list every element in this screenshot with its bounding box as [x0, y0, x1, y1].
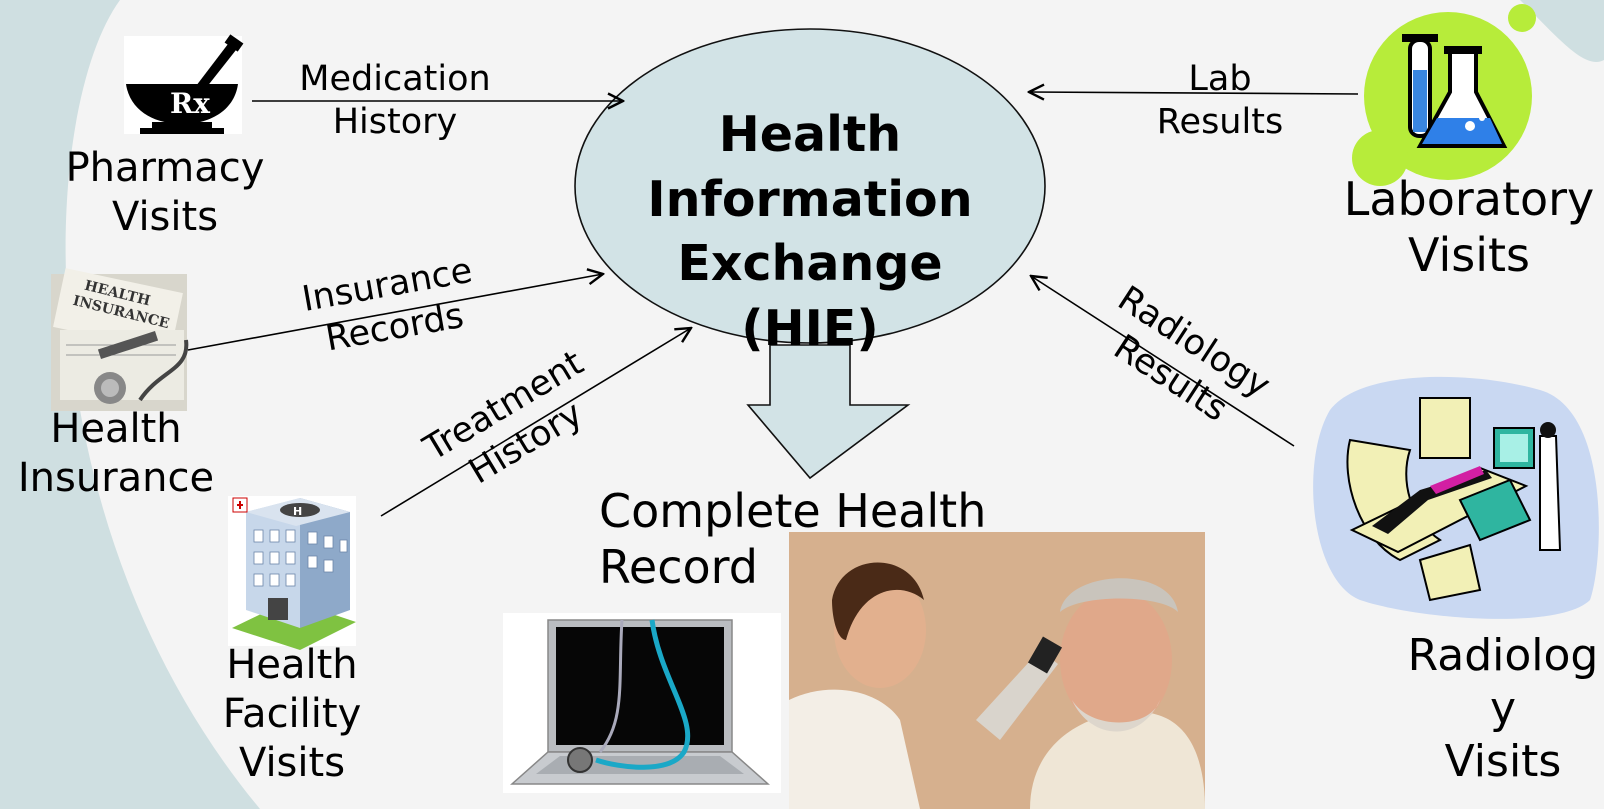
laboratory-line-1: Laboratory [1343, 172, 1595, 226]
medication-history-label: Medication History [290, 58, 500, 143]
facility-line-2: Facility [222, 690, 362, 737]
insurance-document-icon: HEALTH INSURANCE [51, 268, 189, 411]
radiology-arrow [1031, 276, 1295, 447]
radiology-visits-label: Radiolog y Visits [1388, 630, 1604, 788]
lab-line-2: Results [1156, 101, 1284, 142]
health-insurance-label: Health Insurance [6, 405, 226, 503]
laptop-stethoscope-image [503, 613, 781, 793]
insurance-arrow [187, 274, 603, 351]
medication-line-2: History [332, 101, 458, 142]
lab-flask-icon [1352, 4, 1536, 186]
complete-health-record-label: Complete Health Record [599, 483, 986, 595]
doctor-patient-photo [789, 532, 1205, 809]
hub-line-1: Health [718, 106, 902, 163]
laboratory-visits-label: Laboratory Visits [1334, 171, 1604, 283]
hub-label: Health Information Exchange (HIE) [610, 103, 1010, 362]
radiology-line-3: Visits [1444, 735, 1562, 787]
pharmacy-line-2: Visits [111, 193, 219, 240]
lab-line-1: Lab [1188, 59, 1252, 99]
radiology-line-1: Radiolog [1407, 630, 1599, 681]
svg-text:H: H [293, 505, 302, 518]
output-line-2: Record [599, 540, 758, 595]
lab-results-label: Lab Results [1140, 58, 1300, 143]
hospital-building-icon: H [228, 496, 356, 650]
radiology-line-2: y [1489, 682, 1517, 734]
output-down-arrow [746, 344, 911, 480]
hub-line-2: Information [647, 170, 973, 228]
output-line-1: Complete Health [599, 484, 987, 538]
mortar-pestle-rx-icon: Rx [124, 34, 244, 134]
hub-line-3: Exchange [677, 235, 943, 293]
insurance-line-1: Health [50, 406, 182, 452]
facility-line-3: Visits [238, 739, 346, 786]
insurance-line-2: Insurance [17, 454, 215, 501]
hub-ellipse [574, 28, 1046, 344]
right-background-band [1520, 0, 1604, 62]
hub-line-4: (HIE) [741, 300, 879, 358]
rx-symbol: Rx [170, 87, 210, 120]
health-facility-visits-label: Health Facility Visits [200, 641, 384, 787]
treatment-arrow [380, 328, 691, 517]
left-background-band [0, 0, 260, 809]
pharmacy-line-1: Pharmacy [65, 145, 265, 191]
facility-line-1: Health [226, 642, 358, 688]
medication-line-1: Medication [299, 59, 491, 99]
laboratory-line-2: Visits [1408, 228, 1530, 283]
pharmacy-visits-label: Pharmacy Visits [55, 144, 275, 242]
lab-arrow [1029, 92, 1359, 94]
radiology-scanner-icon [1313, 376, 1599, 619]
